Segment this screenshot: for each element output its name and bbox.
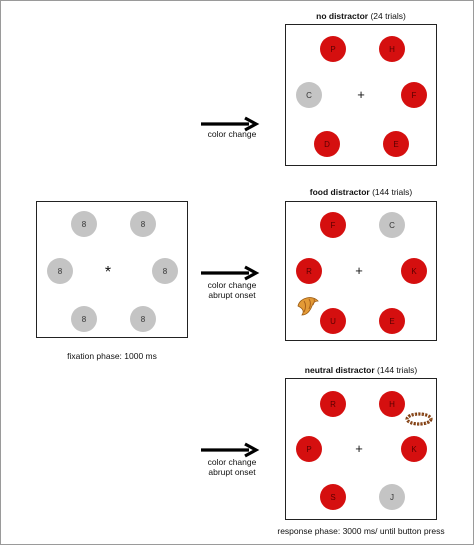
arrow-right-icon	[201, 442, 260, 458]
stimulus-circle: E	[383, 131, 409, 157]
stimulus-circle: H	[379, 36, 405, 62]
stimulus-circle: C	[296, 82, 322, 108]
stimulus-circle: P	[320, 36, 346, 62]
arrow-right-icon	[201, 265, 260, 281]
stimulus-circle: 8	[71, 306, 97, 332]
stimulus-circle: 8	[152, 258, 178, 284]
fixation-cross: +	[357, 87, 365, 102]
stimulus-circle: 8	[71, 211, 97, 237]
no-distractor-title: no distractor (24 trials)	[316, 11, 406, 21]
stimulus-circle: D	[314, 131, 340, 157]
bracelet-icon	[405, 412, 433, 426]
fixation-cross: +	[355, 441, 363, 456]
food-distractor-title: food distractor (144 trials)	[309, 187, 413, 197]
stimulus-circle: S	[320, 484, 346, 510]
stimulus-circle: F	[320, 212, 346, 238]
neutral-distractor-panel: R H P K S J +	[285, 378, 437, 520]
neutral-distractor-title: neutral distractor (144 trials)	[304, 365, 418, 375]
stimulus-circle: K	[401, 258, 427, 284]
stimulus-circle: F	[401, 82, 427, 108]
fixation-panel: 8 8 8 8 8 8 *	[36, 201, 188, 338]
stimulus-circle: E	[379, 308, 405, 334]
stimulus-circle: P	[296, 436, 322, 462]
stimulus-circle: R	[296, 258, 322, 284]
response-caption: response phase: 3000 ms/ until button pr…	[277, 526, 445, 536]
arrow-label-middle-1: color change	[207, 280, 257, 290]
arrow-label-bottom-1: color change	[207, 457, 257, 467]
stimulus-circle: C	[379, 212, 405, 238]
fixation-cross: +	[355, 263, 363, 278]
stimulus-circle: J	[379, 484, 405, 510]
arrow-label-top: color change	[207, 129, 257, 139]
stimulus-circle: K	[401, 436, 427, 462]
arrow-right-icon	[201, 116, 260, 132]
stimulus-circle: R	[320, 391, 346, 417]
fixation-caption: fixation phase: 1000 ms	[67, 351, 157, 361]
stimulus-circle: U	[320, 308, 346, 334]
stimulus-circle: H	[379, 391, 405, 417]
stimulus-circle: 8	[130, 211, 156, 237]
croissant-icon	[297, 297, 319, 316]
arrow-label-bottom-2: abrupt onset	[208, 467, 256, 477]
fixation-asterisk: *	[104, 264, 112, 281]
stimulus-circle: 8	[47, 258, 73, 284]
arrow-label-middle-2: abrupt onset	[208, 290, 256, 300]
stimulus-circle: 8	[130, 306, 156, 332]
no-distractor-panel: P H C F D E +	[285, 24, 437, 166]
food-distractor-panel: F C R K U E +	[285, 201, 437, 341]
